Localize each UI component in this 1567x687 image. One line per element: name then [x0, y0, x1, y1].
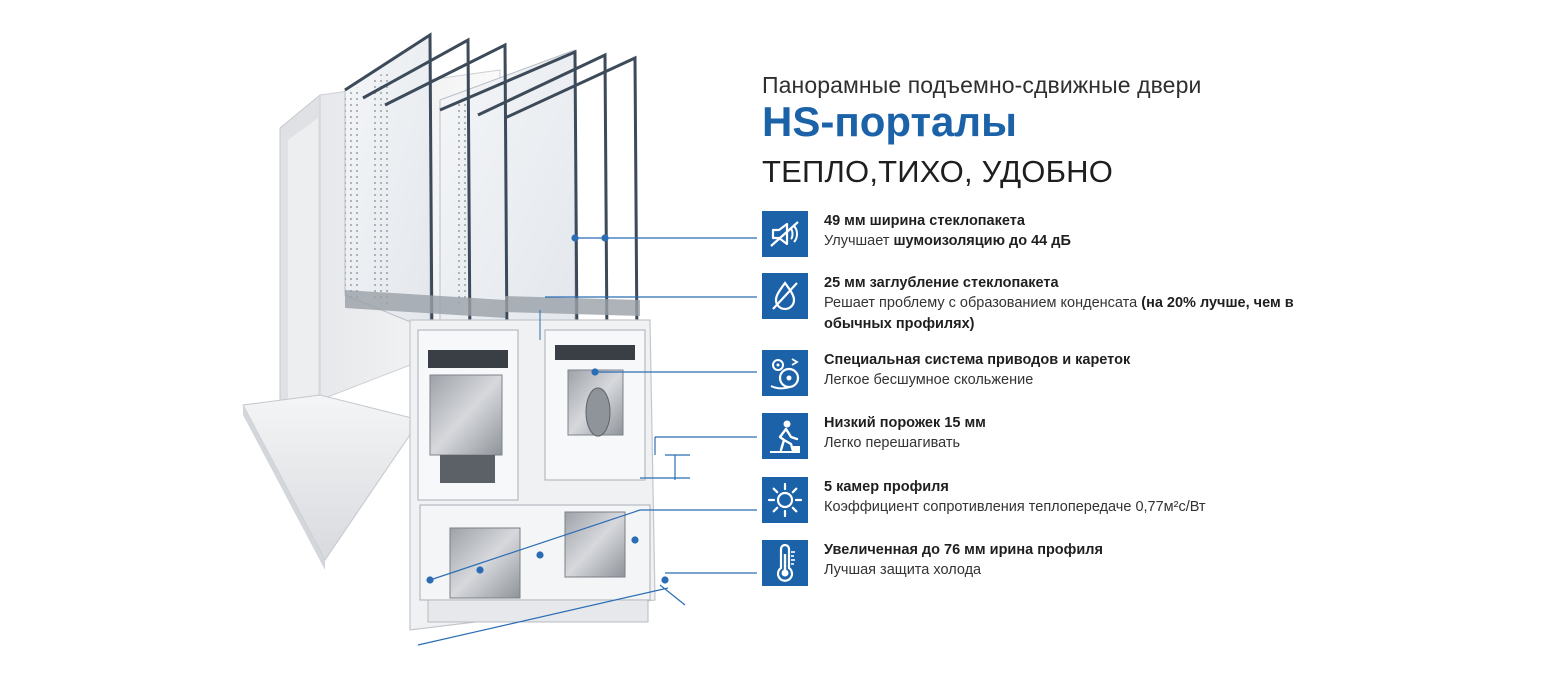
page-subtitle: Панорамные подъемно-сдвижные двери [762, 72, 1202, 98]
feature-heading: 49 мм ширина стеклопакета [824, 213, 1025, 229]
feature-description: Лучшая защита холода [824, 562, 982, 578]
feature-heading: 25 мм заглубление стеклопакета [824, 275, 1059, 291]
page-title: HS-порталы [762, 98, 1017, 145]
thermometer-icon [762, 540, 808, 586]
glass-units [344, 32, 640, 351]
feature-description: Коэффициент сопротивления теплопередаче … [824, 499, 1206, 515]
feature-description: Легко перешагивать [824, 435, 961, 451]
feature-heading: Специальная система приводов и кареток [824, 352, 1131, 368]
feature-description: Улучшает шумоизоляцию до 44 дБ [824, 233, 1071, 249]
leader-lines [417, 234, 757, 646]
profile-section [409, 319, 656, 631]
rollers-icon [762, 350, 808, 396]
window-sill [242, 394, 421, 570]
no-condensation-icon [762, 273, 808, 319]
feature-heading: 5 камер профиля [824, 479, 949, 495]
sun-icon [762, 477, 808, 523]
feature-heading: Увеличенная до 76 мм ирина профиля [824, 542, 1103, 558]
person-stepping-icon [762, 413, 808, 459]
feature-description: Легкое бесшумное скольжение [824, 372, 1034, 388]
feature-heading: Низкий порожек 15 мм [824, 415, 986, 431]
feature-description: Решает проблему с образованием конденсат… [824, 295, 1294, 332]
sound-mute-icon [762, 211, 808, 257]
tagline: ТЕПЛО,ТИХО, УДОБНО [762, 154, 1114, 189]
